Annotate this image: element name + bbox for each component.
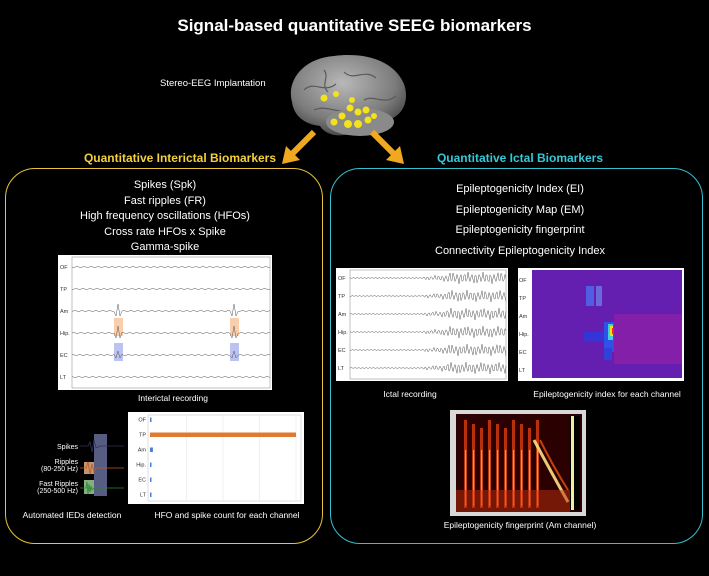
- biomarker-item: Gamma-spike: [130, 241, 200, 253]
- bar-category-label: EC: [138, 478, 146, 484]
- page-title: Signal-based quantitative SEEG biomarker…: [177, 16, 532, 35]
- interictal-section-title: Quantitative Interictal Biomarkers: [83, 151, 277, 165]
- bar-category-label: LT: [140, 493, 147, 499]
- bar-category-label: Am: [138, 448, 147, 454]
- interictal-panel: [5, 168, 323, 544]
- ictal-biomarker-list: Epileptogenicity Index (EI) Epileptogeni…: [410, 179, 630, 261]
- biomarker-item: Epileptogenicity fingerprint: [455, 224, 585, 236]
- channel-label: LT: [519, 368, 526, 374]
- biomarker-item: Spikes (Spk): [133, 179, 197, 191]
- channel-label: TP: [60, 287, 67, 293]
- bar: [150, 477, 152, 482]
- ictal-trace: [349, 361, 507, 375]
- ictal-panel: [330, 168, 703, 544]
- channel-label: EC: [338, 348, 346, 354]
- channel-label: EC: [60, 353, 68, 359]
- bar-category-label: Hip.: [136, 463, 146, 469]
- ied-label-fast-ripples: Fast Ripples (250-500 Hz): [37, 481, 78, 495]
- ictal-recording-caption: Ictal recording: [383, 389, 437, 399]
- channel-label: Am: [60, 309, 69, 315]
- bar: [150, 447, 153, 452]
- channel-label: Hip.: [338, 330, 348, 336]
- biomarker-item: Connectivity Epileptogenicity Index: [435, 244, 605, 257]
- biomarker-item: Epileptogenicity Map (EM): [455, 203, 585, 216]
- bar: [150, 492, 152, 497]
- bar: [150, 432, 296, 437]
- channel-label: Am: [338, 312, 347, 318]
- channel-label: OF: [338, 276, 346, 282]
- fingerprint-caption: Epileptogenicity fingerprint (Am channel…: [443, 520, 597, 530]
- bar: [150, 462, 152, 467]
- ictal-trace: [349, 344, 507, 357]
- fingerprint-spectrogram: [450, 410, 586, 516]
- interictal-trace: [71, 375, 271, 379]
- ictal-trace: [349, 326, 507, 339]
- channel-label: Hip.: [60, 331, 70, 337]
- ictal-section-title: Quantitative Ictal Biomarkers: [436, 151, 604, 165]
- brain-label: Stereo-EEG Implantation: [160, 78, 266, 89]
- bar-category-label: TP: [139, 433, 146, 439]
- channel-label: Am: [519, 314, 528, 320]
- channel-label: TP: [519, 296, 526, 302]
- bar-category-label: OF: [138, 418, 146, 424]
- biomarker-item: Cross rate HFOs x Spike: [104, 225, 226, 238]
- interictal-trace: [71, 265, 271, 269]
- channel-label: LT: [60, 375, 67, 381]
- ied-detection-plot: [80, 434, 124, 496]
- biomarker-item: High frequency oscillations (HFOs): [80, 210, 250, 222]
- channel-label: Hip.: [519, 332, 529, 338]
- interictal-trace: [71, 325, 271, 339]
- biomarker-item: Epileptogenicity Index (EI): [456, 183, 584, 195]
- interictal-recording-caption: Interictal recording: [138, 393, 208, 403]
- channel-label: OF: [519, 278, 527, 284]
- ied-label-spikes: Spikes: [56, 444, 78, 451]
- interictal-trace: [71, 350, 271, 359]
- brain-image: [290, 55, 407, 136]
- ictal-trace: [349, 272, 507, 284]
- channel-label: LT: [338, 366, 345, 372]
- ei-caption: Epileptogenicity index for each channel: [533, 389, 681, 399]
- ictal-trace: [349, 289, 507, 303]
- hfo-count-caption: HFO and spike count for each channel: [154, 510, 300, 520]
- interictal-trace: [71, 287, 271, 291]
- interictal-biomarker-list: Spikes (Spk) Fast ripples (FR) High freq…: [55, 178, 275, 256]
- biomarker-item: Fast ripples (FR): [124, 194, 206, 207]
- bar: [150, 417, 152, 422]
- channel-label: EC: [519, 350, 527, 356]
- arrow-to-ictal-icon: [369, 129, 404, 164]
- channel-label: OF: [60, 265, 68, 271]
- interictal-trace: [71, 303, 271, 317]
- ied-label-ripples: Ripples (80-250 Hz): [41, 459, 78, 473]
- channel-label: TP: [338, 294, 345, 300]
- arrow-to-interictal-icon: [282, 129, 317, 164]
- ied-caption: Automated IEDs detection: [22, 510, 122, 520]
- ictal-trace: [349, 307, 507, 321]
